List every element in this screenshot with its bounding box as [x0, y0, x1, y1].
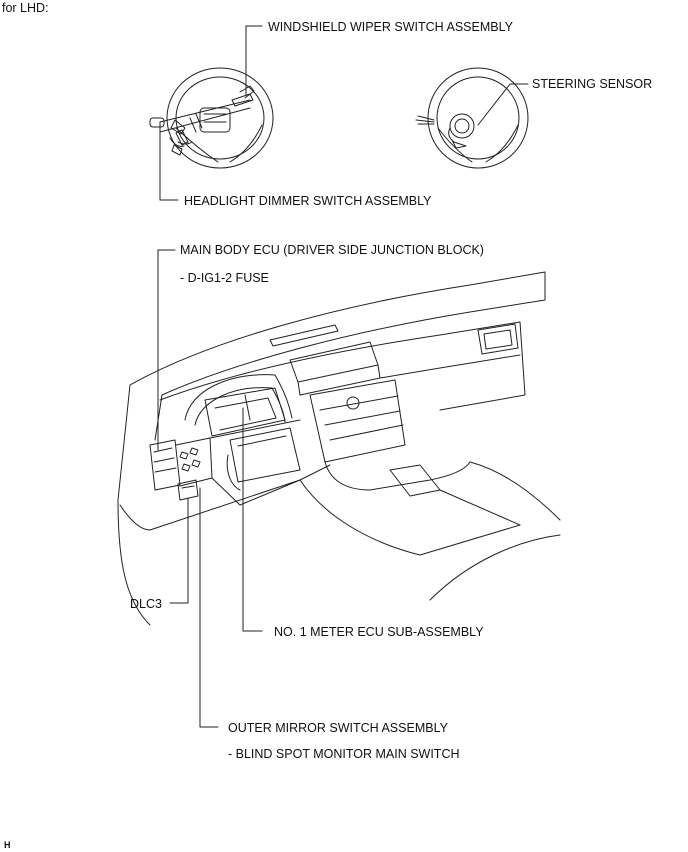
- leader-line-main-body-ecu: [157, 249, 176, 451]
- leader-line-dlc3: [169, 497, 189, 604]
- label-meter-ecu: NO. 1 METER ECU SUB-ASSEMBLY: [274, 625, 484, 639]
- leader-line-steering-sensor: [477, 83, 529, 126]
- leader-line-outer-mirror: [199, 487, 219, 728]
- figure-code: H: [4, 840, 11, 850]
- label-windshield-wiper-switch: WINDSHIELD WIPER SWITCH ASSEMBLY: [268, 20, 513, 34]
- label-steering-sensor: STEERING SENSOR: [532, 77, 653, 91]
- label-main-body-ecu: MAIN BODY ECU (DRIVER SIDE JUNCTION BLOC…: [180, 243, 484, 257]
- label-dlc3: DLC3: [130, 597, 162, 611]
- leader-line-meter-ecu: [242, 407, 263, 632]
- steering-wheel-left-illustration: [149, 67, 274, 169]
- label-headlight-dimmer-switch: HEADLIGHT DIMMER SWITCH ASSEMBLY: [184, 194, 432, 208]
- label-d-ig1-2-fuse: - D-IG1-2 FUSE: [180, 271, 269, 285]
- leader-lines: [157, 25, 529, 728]
- leader-line-wiper: [245, 25, 263, 96]
- page-title: for LHD:: [2, 1, 49, 15]
- leader-line-headlight: [159, 121, 179, 201]
- label-blind-spot-monitor-switch: - BLIND SPOT MONITOR MAIN SWITCH: [228, 747, 460, 761]
- steering-wheel-right-illustration: [415, 67, 529, 169]
- label-outer-mirror-switch: OUTER MIRROR SWITCH ASSEMBLY: [228, 721, 448, 735]
- instrument-panel-illustration: [117, 271, 561, 626]
